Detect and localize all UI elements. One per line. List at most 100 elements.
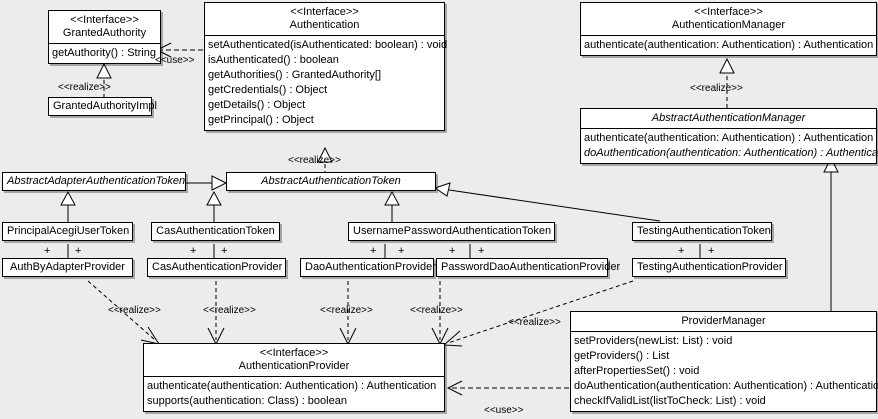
class-name: UsernamePasswordAuthenticationToken bbox=[353, 225, 552, 237]
class-authentication[interactable]: <<Interface>> Authentication setAuthenti… bbox=[204, 2, 448, 131]
class-auth-by-adapter-provider[interactable]: AuthByAdapterProvider bbox=[2, 258, 133, 277]
class-testing-authentication-provider[interactable]: TestingAuthenticationProvider bbox=[632, 258, 786, 277]
relationship-label-use-granted-authority: <<use>> bbox=[155, 55, 195, 66]
class-granted-authority-impl[interactable]: GrantedAuthorityImpl bbox=[48, 97, 157, 116]
operation: getPrincipal() : Object bbox=[208, 114, 314, 126]
operation: setAuthenticated(isAuthenticated: boolea… bbox=[208, 39, 448, 51]
operation: getProviders() : List bbox=[574, 350, 670, 362]
multiplicity-marker: + bbox=[190, 245, 197, 257]
operation: getAuthorities() : GrantedAuthority[] bbox=[208, 69, 382, 81]
operation: isAuthenticated() : boolean bbox=[208, 54, 339, 66]
class-header: <<Interface>> AuthenticationManager bbox=[581, 3, 876, 35]
divider bbox=[581, 128, 876, 129]
operation: authenticate(authentication: Authenticat… bbox=[147, 380, 437, 392]
operation: authenticate(authentication: Authenticat… bbox=[584, 132, 874, 144]
class-testing-authentication-token[interactable]: TestingAuthenticationToken bbox=[632, 222, 772, 241]
operation: doAuthentication(authentication: Authent… bbox=[574, 380, 878, 392]
class-name: AuthenticationManager bbox=[671, 19, 786, 31]
class-authentication-manager[interactable]: <<Interface>> AuthenticationManager auth… bbox=[580, 2, 877, 56]
class-name: PrincipalAcegiUserToken bbox=[7, 225, 130, 237]
class-header: <<Interface>> GrantedAuthority bbox=[49, 11, 160, 43]
class-name: AbstractAuthenticationToken bbox=[261, 175, 401, 187]
class-header: TestingAuthenticationProvider bbox=[633, 259, 785, 276]
class-name: GrantedAuthorityImpl bbox=[53, 100, 157, 112]
operations-compartment: authenticate(authentication: Authenticat… bbox=[144, 377, 444, 411]
class-provider-manager[interactable]: ProviderManager setProviders(newList: Li… bbox=[570, 311, 878, 412]
operation: supports(authentication: Class) : boolea… bbox=[147, 395, 347, 407]
operation: getDetails() : Object bbox=[208, 99, 306, 111]
class-dao-authentication-provider[interactable]: DaoAuthenticationProvider bbox=[300, 258, 436, 277]
class-name: AuthenticationProvider bbox=[238, 360, 350, 372]
multiplicity-marker: + bbox=[75, 245, 82, 257]
relationship-label-realize-testing-provider: <<realize>> bbox=[508, 317, 561, 328]
multiplicity-marker: + bbox=[678, 245, 685, 257]
stereotype-label: <<Interface>> bbox=[259, 347, 329, 359]
class-name: DaoAuthenticationProvider bbox=[305, 261, 436, 273]
multiplicity-marker: + bbox=[478, 245, 485, 257]
operation: getAuthority() : String bbox=[52, 47, 156, 59]
class-name: TestingAuthenticationToken bbox=[637, 225, 771, 237]
class-name: PasswordDaoAuthenticationProvider bbox=[441, 261, 621, 273]
operation: checkIfValidList(listToCheck: List) : vo… bbox=[574, 395, 766, 407]
class-name: TestingAuthenticationProvider bbox=[637, 261, 783, 273]
class-header: CasAuthenticationToken bbox=[152, 223, 279, 240]
class-header: GrantedAuthorityImpl bbox=[49, 98, 157, 115]
relationship-label-realize-dao-provider: <<realize>> bbox=[320, 305, 373, 316]
class-abstract-authentication-manager[interactable]: AbstractAuthenticationManager authentica… bbox=[580, 108, 878, 164]
operations-compartment: setProviders(newList: List) : void getPr… bbox=[571, 332, 878, 411]
relationship-label-realize-auth-by-adapter: <<realize>> bbox=[108, 305, 161, 316]
class-name: AbstractAdapterAuthenticationToken bbox=[7, 175, 186, 187]
divider bbox=[571, 331, 876, 332]
divider bbox=[205, 35, 444, 36]
class-header: AbstractAuthenticationToken bbox=[227, 173, 435, 190]
class-name: AuthByAdapterProvider bbox=[10, 261, 125, 273]
class-granted-authority[interactable]: <<Interface>> GrantedAuthority getAuthor… bbox=[48, 10, 161, 64]
class-header: UsernamePasswordAuthenticationToken bbox=[349, 223, 554, 240]
class-header: CasAuthenticationProvider bbox=[148, 259, 285, 276]
class-cas-authentication-provider[interactable]: CasAuthenticationProvider bbox=[147, 258, 286, 277]
class-authentication-provider[interactable]: <<Interface>> AuthenticationProvider aut… bbox=[143, 343, 445, 412]
relationship-label-realize-cas-provider: <<realize>> bbox=[203, 305, 256, 316]
class-name: AbstractAuthenticationManager bbox=[651, 112, 806, 124]
operations-compartment: authenticate(authentication: Authenticat… bbox=[581, 129, 878, 163]
multiplicity-marker: + bbox=[708, 245, 715, 257]
class-name: CasAuthenticationToken bbox=[156, 225, 275, 237]
operations-compartment: setAuthenticated(isAuthenticated: boolea… bbox=[205, 36, 448, 130]
multiplicity-marker: + bbox=[44, 245, 51, 257]
stereotype-label: <<Interface>> bbox=[70, 14, 139, 26]
class-abstract-authentication-token[interactable]: AbstractAuthenticationToken bbox=[226, 172, 436, 191]
multiplicity-marker: + bbox=[449, 245, 456, 257]
operation: setProviders(newList: List) : void bbox=[574, 335, 733, 347]
class-username-password-authentication-token[interactable]: UsernamePasswordAuthenticationToken bbox=[348, 222, 555, 241]
operation: afterPropertiesSet() : void bbox=[574, 365, 700, 377]
divider bbox=[49, 43, 160, 44]
class-header: AuthByAdapterProvider bbox=[3, 259, 132, 276]
divider bbox=[144, 376, 444, 377]
operations-compartment: authenticate(authentication: Authenticat… bbox=[581, 36, 876, 55]
relationship-label-realize-auth-manager: <<realize>> bbox=[690, 83, 743, 94]
class-principal-acegi-user-token[interactable]: PrincipalAcegiUserToken bbox=[2, 222, 133, 241]
relationship-label-realize-granted-authority: <<realize>> bbox=[58, 82, 111, 93]
stereotype-label: <<Interface>> bbox=[290, 6, 359, 18]
operation-abstract: doAuthentication(authentication: Authent… bbox=[584, 147, 878, 159]
class-cas-authentication-token[interactable]: CasAuthenticationToken bbox=[151, 222, 280, 241]
stereotype-label: <<Interface>> bbox=[694, 6, 763, 18]
class-header: ProviderManager bbox=[571, 312, 876, 331]
class-header: AbstractAdapterAuthenticationToken bbox=[3, 173, 185, 190]
class-header: DaoAuthenticationProvider bbox=[301, 259, 436, 276]
class-name: ProviderManager bbox=[681, 315, 766, 327]
class-header: PasswordDaoAuthenticationProvider bbox=[437, 259, 621, 276]
multiplicity-marker: + bbox=[370, 245, 377, 257]
class-header: TestingAuthenticationToken bbox=[633, 223, 771, 240]
class-password-dao-authentication-provider[interactable]: PasswordDaoAuthenticationProvider bbox=[436, 258, 621, 277]
class-header: PrincipalAcegiUserToken bbox=[3, 223, 132, 240]
class-header: <<Interface>> Authentication bbox=[205, 3, 444, 35]
class-header: <<Interface>> AuthenticationProvider bbox=[144, 344, 444, 376]
class-abstract-adapter-authentication-token[interactable]: AbstractAdapterAuthenticationToken bbox=[2, 172, 186, 191]
operations-compartment: getAuthority() : String bbox=[49, 44, 160, 63]
operation: authenticate(authentication: Authenticat… bbox=[584, 39, 874, 51]
class-name: GrantedAuthority bbox=[62, 27, 147, 39]
multiplicity-marker: + bbox=[221, 245, 228, 257]
relationship-label-realize-password-dao-provider: <<realize>> bbox=[410, 305, 463, 316]
